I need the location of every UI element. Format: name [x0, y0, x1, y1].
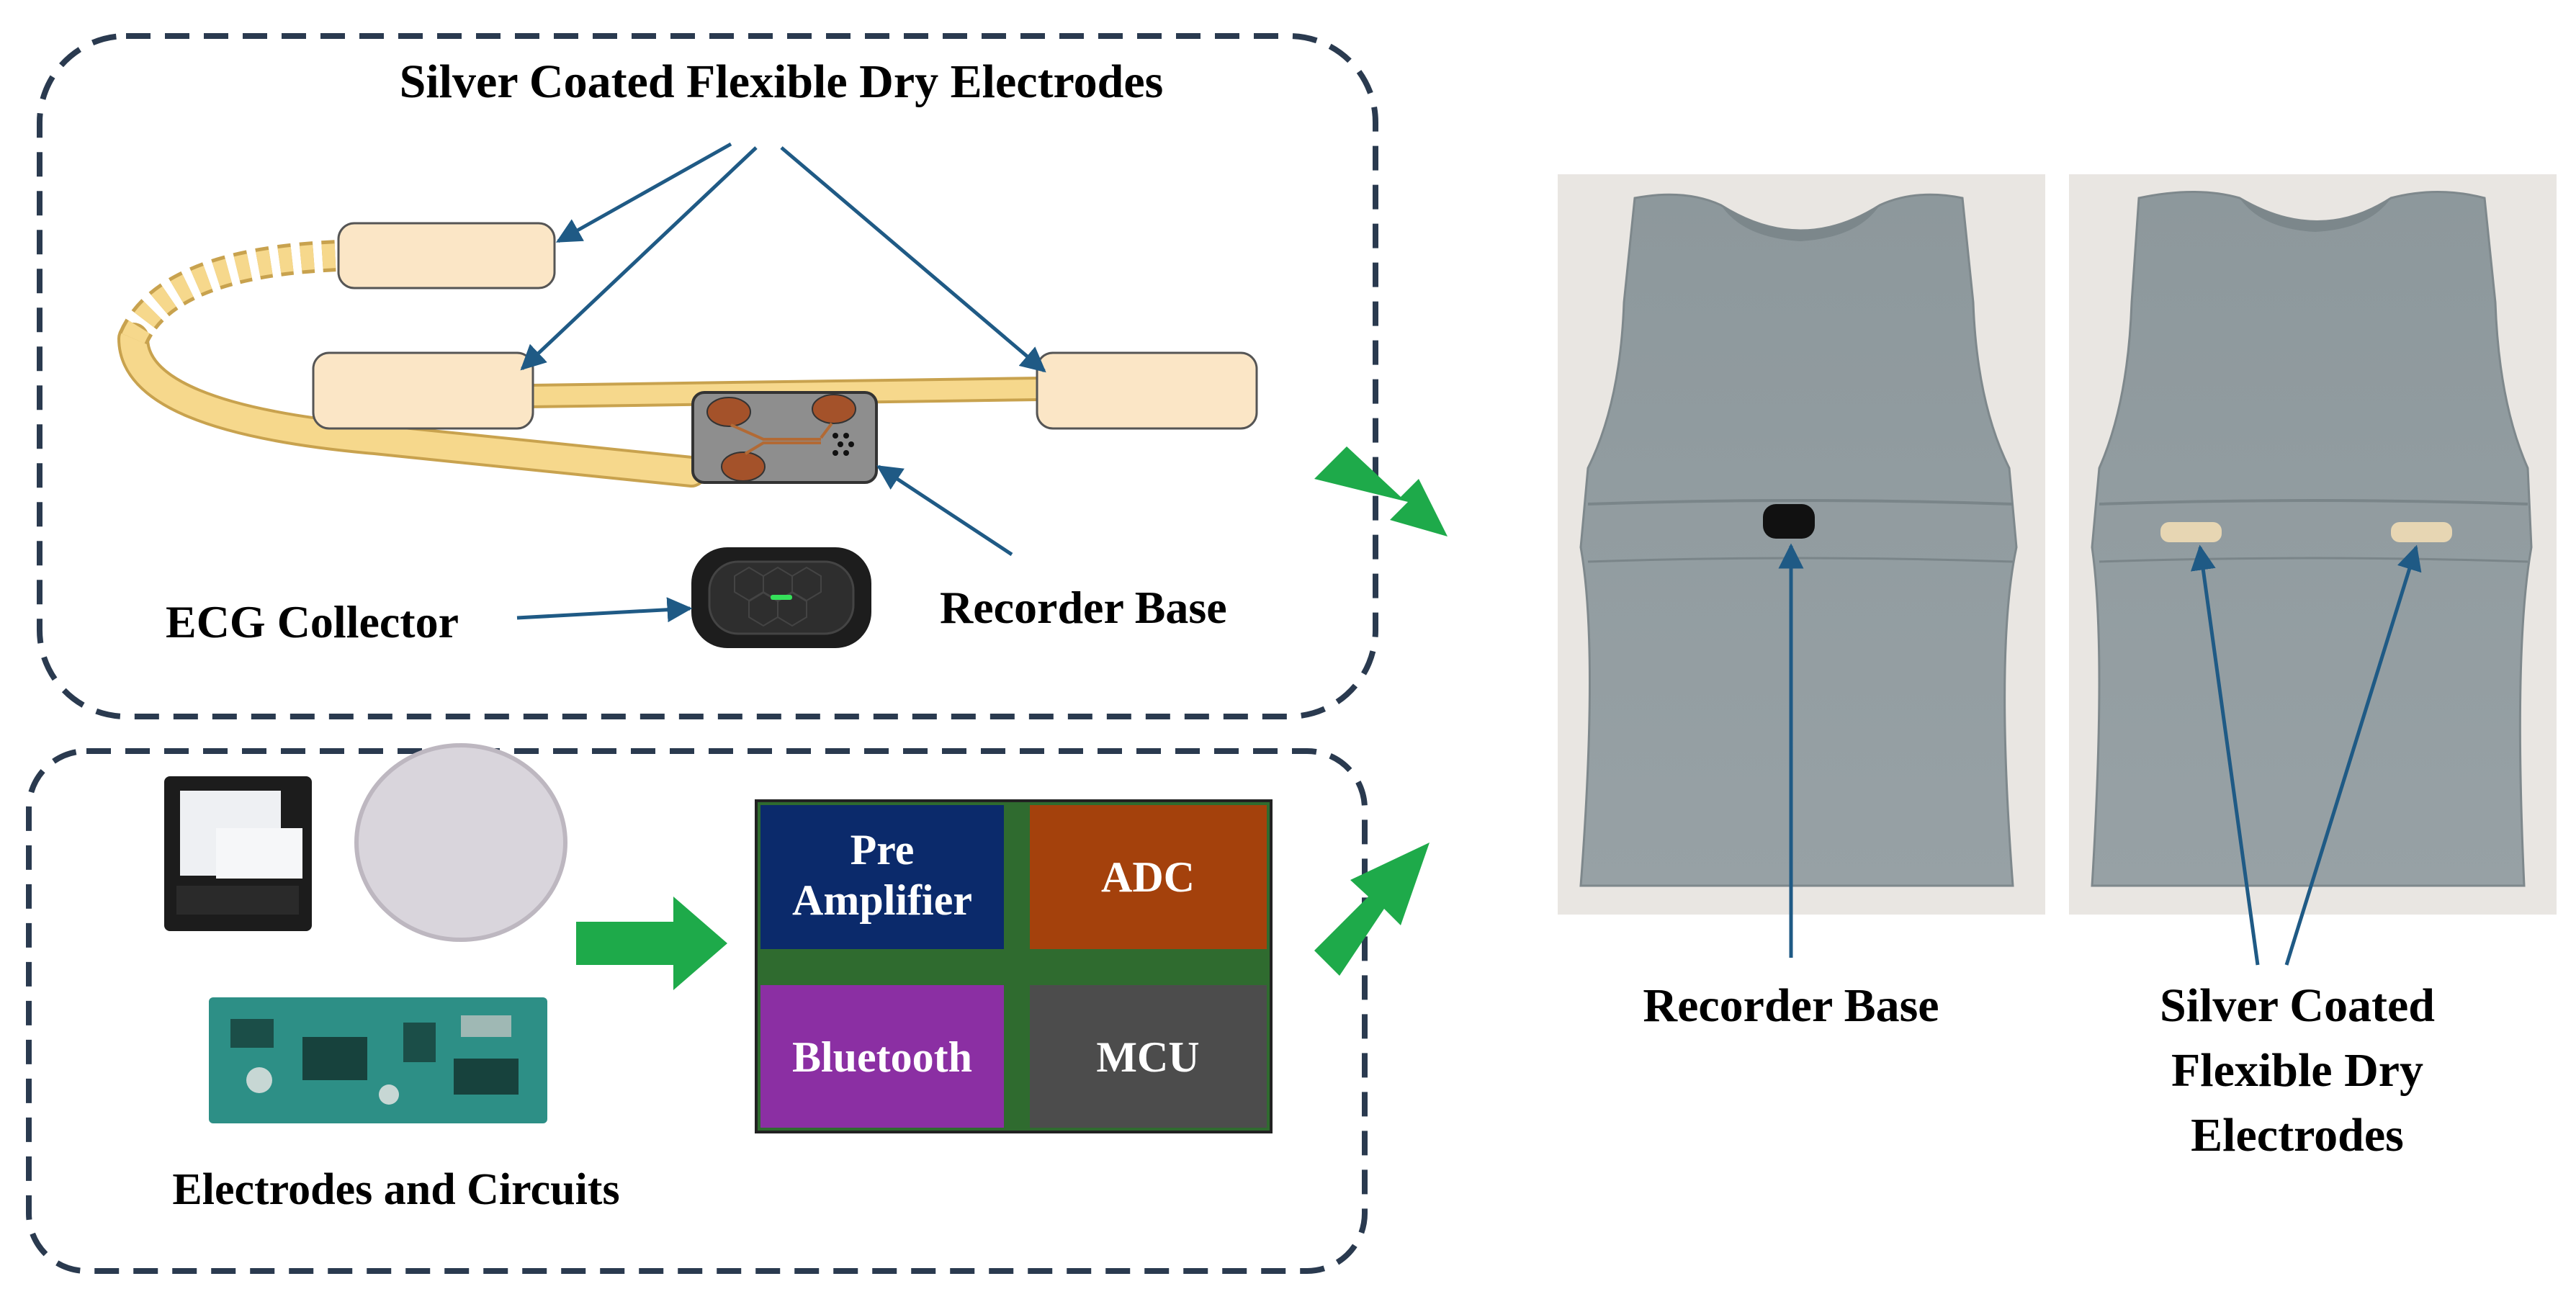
block-diagram [755, 799, 1273, 1133]
dry-electrode-round-photo [354, 743, 567, 942]
bottom-panel-border [26, 748, 1368, 1274]
top-panel-arrows [516, 142, 1046, 623]
shirt-front-photo [1558, 174, 2045, 915]
photo-electrodes-label-line2: Flexible Dry [2171, 1044, 2423, 1097]
green-arrow-circuit-to-blocks [576, 897, 727, 990]
electrodes-circuits-label: Electrodes and Circuits [172, 1165, 619, 1214]
pre-amplifier-label-line1: Pre [851, 826, 915, 873]
photo-recorder-base-label: Recorder Base [1643, 979, 1939, 1032]
ecg-collector-device [691, 547, 871, 648]
electrode-on-shirt-left [2160, 522, 2222, 542]
adc-label: ADC [1101, 853, 1195, 901]
shirt-back-photo [2069, 174, 2557, 915]
green-arrow-bottom-to-photos [1314, 843, 1430, 976]
pre-amplifier-block [760, 805, 1004, 949]
top-panel-title: Silver Coated Flexible Dry Electrodes [400, 55, 1164, 108]
bluetooth-block [760, 985, 1004, 1128]
dry-electrode-square-photo [164, 776, 312, 931]
electrode-pad-left [312, 351, 534, 430]
recorder-base-on-shirt [1763, 504, 1815, 539]
pre-amplifier-label-line2: Amplifier [792, 876, 972, 924]
mcu-label: MCU [1096, 1033, 1199, 1081]
adc-block [1030, 805, 1267, 949]
photo-electrodes-label-line3: Electrodes [2191, 1109, 2404, 1162]
electrode-strap [117, 240, 1041, 488]
green-arrow-top-to-photos [1314, 446, 1448, 536]
photo-electrodes-label-line1: Silver Coated [2160, 979, 2435, 1032]
photo-arrows [1778, 543, 2422, 966]
circuit-board-photo [209, 997, 547, 1123]
recorder-base-module [691, 391, 878, 484]
electrode-on-shirt-right [2391, 522, 2452, 542]
electrode-pad-top [337, 222, 556, 289]
mcu-block [1030, 985, 1267, 1128]
bluetooth-label: Bluetooth [792, 1033, 972, 1081]
recorder-base-label: Recorder Base [940, 582, 1227, 633]
electrode-pad-right [1036, 351, 1258, 430]
ecg-collector-label: ECG Collector [166, 596, 459, 647]
